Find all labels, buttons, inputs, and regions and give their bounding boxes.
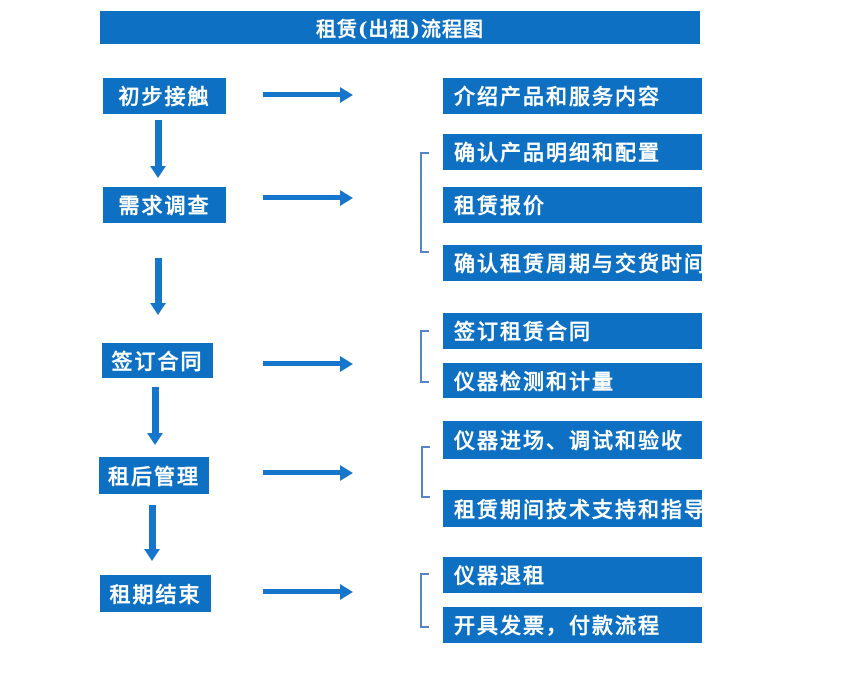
group-bracket-sign-contract <box>420 330 429 383</box>
stage-label: 签订合同 <box>111 348 204 374</box>
arrow-shaft <box>263 470 341 475</box>
stage-label: 租期结束 <box>109 581 202 607</box>
detail-box-instrument-testing: 仪器检测和计量 <box>443 363 702 398</box>
detail-label: 仪器进场、调试和验收 <box>454 428 684 453</box>
arrow-head <box>147 433 163 445</box>
right-arrow-3 <box>263 356 353 372</box>
detail-label: 租赁报价 <box>454 193 546 218</box>
arrow-head <box>340 356 353 372</box>
detail-box-intro-products-services: 介绍产品和服务内容 <box>443 78 702 114</box>
down-arrow-4 <box>144 505 161 561</box>
detail-box-rental-quote: 租赁报价 <box>443 187 702 223</box>
stage-box-rental-end: 租期结束 <box>100 575 211 612</box>
arrow-shaft <box>149 505 156 550</box>
group-bracket-demand-survey <box>420 152 429 253</box>
arrow-shaft <box>155 258 162 304</box>
detail-box-tech-support: 租赁期间技术支持和指导 <box>443 490 705 527</box>
arrow-head <box>340 584 353 600</box>
down-arrow-1 <box>150 120 167 178</box>
detail-box-sign-rental-contract: 签订租赁合同 <box>443 313 702 349</box>
arrow-head <box>150 303 166 315</box>
stage-label: 初步接触 <box>118 84 211 109</box>
arrow-shaft <box>263 589 341 594</box>
detail-box-instrument-setup-acceptance: 仪器进场、调试和验收 <box>443 421 702 459</box>
detail-box-instrument-return: 仪器退租 <box>443 557 702 593</box>
group-bracket-rental-end <box>420 573 429 628</box>
detail-box-confirm-product-config: 确认产品明细和配置 <box>443 134 702 170</box>
right-arrow-5 <box>263 584 353 600</box>
detail-label: 租赁期间技术支持和指导 <box>454 496 707 522</box>
diagram-title-bar: 租赁(出租)流程图 <box>100 11 700 44</box>
arrow-shaft <box>263 361 341 366</box>
arrow-head <box>150 166 166 178</box>
detail-label: 签订租赁合同 <box>454 319 592 344</box>
arrow-head <box>340 465 353 481</box>
down-arrow-3 <box>147 387 164 445</box>
down-arrow-2 <box>150 258 167 315</box>
stage-label: 需求调查 <box>118 193 211 218</box>
stage-box-sign-contract: 签订合同 <box>102 343 213 378</box>
diagram-title: 租赁(出租)流程图 <box>316 17 484 41</box>
stage-box-post-rental-management: 租后管理 <box>99 457 209 494</box>
detail-box-invoice-payment: 开具发票，付款流程 <box>443 607 702 643</box>
arrow-shaft <box>155 120 162 167</box>
arrow-shaft <box>263 92 341 97</box>
arrow-shaft <box>263 195 341 200</box>
detail-label: 确认产品明细和配置 <box>454 140 661 165</box>
detail-label: 仪器退租 <box>454 563 546 588</box>
detail-label: 介绍产品和服务内容 <box>454 84 661 109</box>
detail-label: 确认租赁周期与交货时间 <box>454 251 707 276</box>
right-arrow-2 <box>263 190 353 206</box>
arrow-head <box>340 190 353 206</box>
stage-label: 租后管理 <box>108 463 200 489</box>
arrow-shaft <box>152 387 159 434</box>
arrow-head <box>340 87 353 103</box>
detail-label: 开具发票，付款流程 <box>454 613 661 638</box>
stage-box-initial-contact: 初步接触 <box>103 78 226 114</box>
right-arrow-4 <box>263 465 353 481</box>
stage-box-demand-survey: 需求调查 <box>103 187 226 223</box>
right-arrow-1 <box>263 87 353 103</box>
detail-label: 仪器检测和计量 <box>454 368 615 394</box>
detail-box-confirm-period-delivery: 确认租赁周期与交货时间 <box>443 245 705 281</box>
arrow-head <box>144 549 160 561</box>
group-bracket-post-rental <box>421 446 430 498</box>
